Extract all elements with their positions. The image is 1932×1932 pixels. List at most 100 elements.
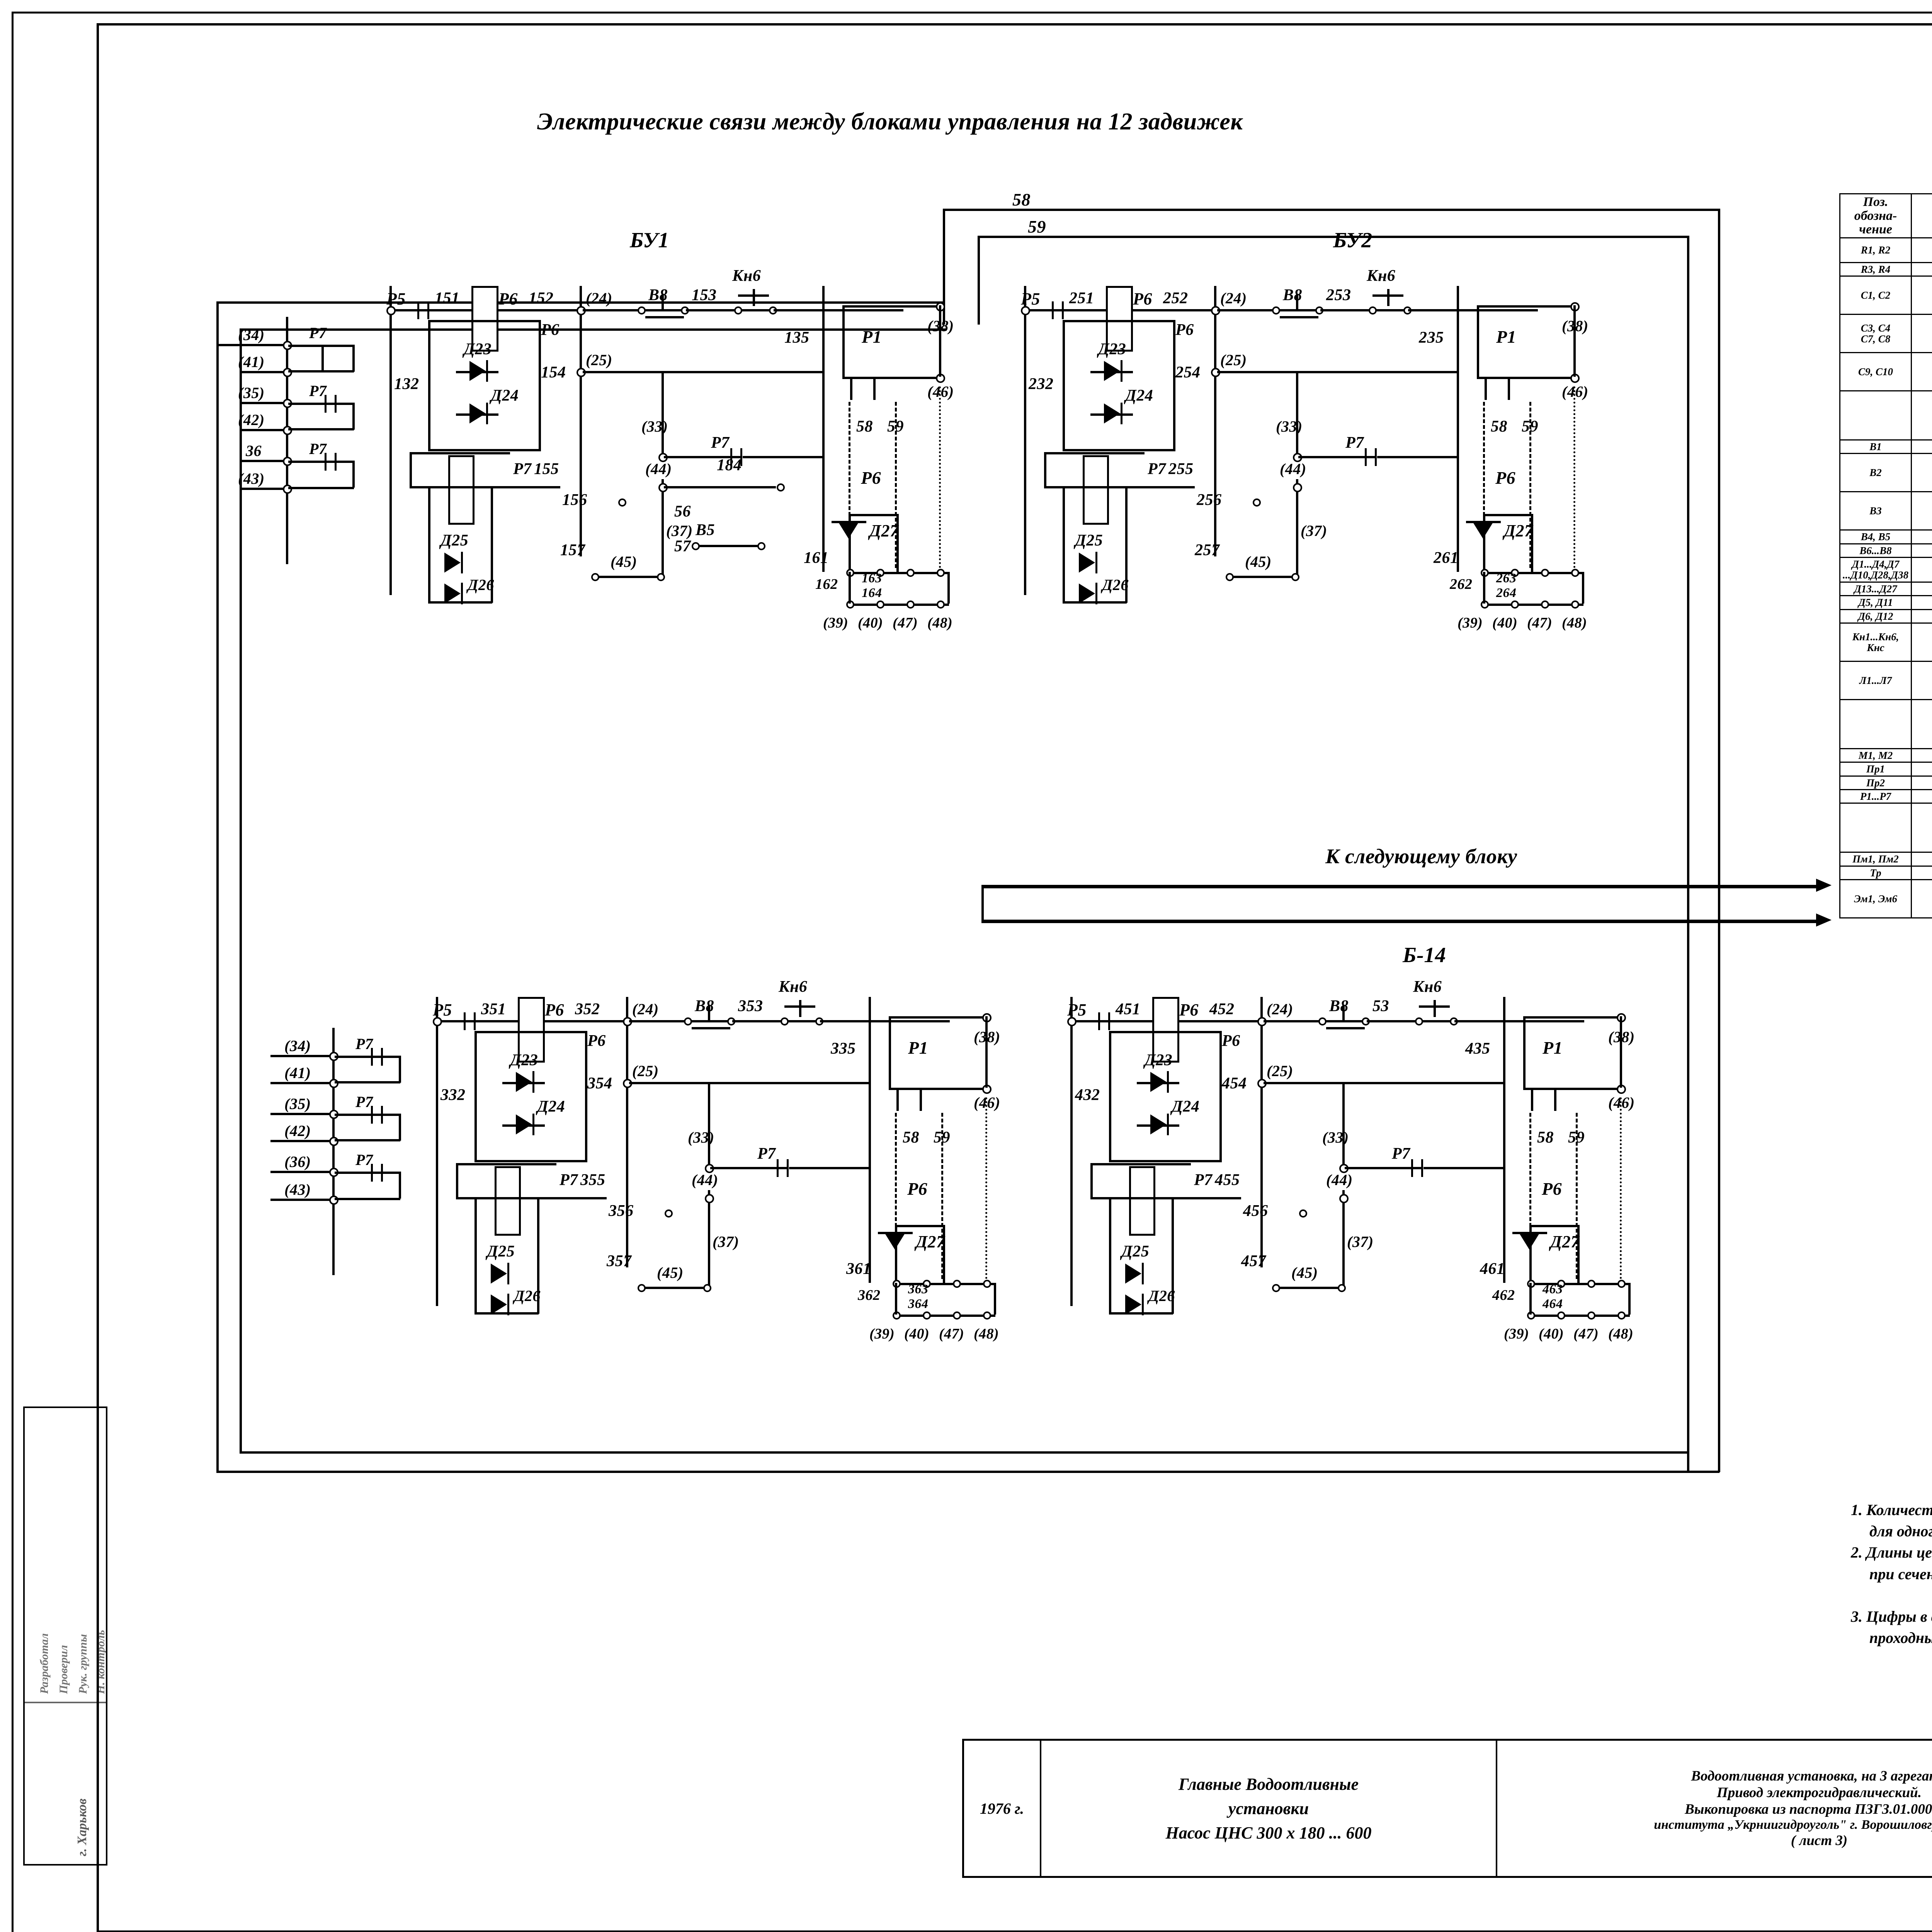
diode-label: Д23 (1098, 340, 1126, 358)
cell-name: Резистор ПЭВ-25±5%, 390 ом ГОСТ 6513-68 (1911, 262, 1932, 277)
table-row: ТрТрансформатор ПЗГЗ. 03.5701 (1839, 865, 1932, 880)
cell-name: Конденсатор К50-3, 200 мкф, 50 вУМО. 464… (1911, 352, 1932, 392)
wire-number: 452 (1209, 1000, 1235, 1018)
cell-name: Выключатель концевой ВК-300г (1911, 543, 1932, 558)
relay-label: Р7 (355, 1151, 373, 1168)
wire-number: 457 (1241, 1252, 1266, 1270)
wire-number: 355 (580, 1171, 605, 1189)
table-row: В1Выключатель блокировочный РБМ-31 (1839, 439, 1932, 454)
diode-d27 (838, 522, 859, 539)
chain-ref: (45) (611, 553, 637, 570)
diode-label: Д24 (1125, 387, 1153, 405)
cell-position: Тр (1839, 865, 1912, 880)
chain-ref: (37) (1301, 522, 1327, 539)
wire-number: 132 (394, 375, 419, 393)
cell-name (1911, 699, 1932, 749)
terminal-ref: (41) (238, 353, 265, 371)
diode-label: Д27 (1504, 521, 1533, 540)
table-row: В2Переключатель ПГК11-П2Н-11,5НИО. 360.6… (1839, 453, 1932, 493)
chain-ref: (25) (1267, 1062, 1293, 1080)
tb-object-cell: Главные Водоотливные установки Насос ЦНС… (1041, 1741, 1497, 1876)
next-block-arrow-2 (1816, 913, 1832, 927)
cell-position: Р1...Р7 (1839, 789, 1912, 804)
wire-number: 59 (1522, 418, 1538, 435)
diode-label: Д24 (491, 387, 519, 405)
table-row (1839, 390, 1932, 441)
cell-name: Конденсатор К50-3, 10 мкф, 160 вУМО. 464… (1911, 276, 1932, 315)
cell-position: С9, С10 (1839, 352, 1912, 392)
table-row: В3Переключатель ПГК 11-П2Н-6-11,5НИО. 36… (1839, 491, 1932, 531)
bus-label-59-top: 59 (1028, 217, 1046, 236)
diode-label: Д24 (1172, 1098, 1200, 1116)
wire-number: 59 (1568, 1129, 1585, 1146)
wire-number: 357 (607, 1252, 632, 1270)
switch-label-v8: В8 (1329, 997, 1349, 1015)
relay-label-r6: Р6 (1179, 1000, 1199, 1019)
wire-number: 232 (1029, 375, 1054, 393)
chain-ref: (33) (641, 418, 668, 435)
block-label-bu2: БУ2 (1333, 228, 1372, 252)
cell-position: Эм1, Эм6 (1839, 879, 1912, 918)
block-label-bu1: БУ1 (630, 228, 669, 252)
wire-number: 59 (887, 418, 904, 435)
relay-label-r6: Р6 (1133, 289, 1152, 308)
wire-number: 59 (934, 1129, 950, 1146)
diode-label: Д25 (440, 532, 469, 549)
relay-label: Р7 (560, 1171, 578, 1189)
terminal-ref: (35) (238, 384, 265, 401)
chain-ref: (25) (586, 351, 612, 369)
diode-d26 (444, 583, 461, 604)
table-row (1839, 803, 1932, 853)
wire-number: 462 (1492, 1287, 1515, 1303)
wire-number: 261 (1434, 549, 1459, 567)
connector-refs: (39) (823, 615, 849, 631)
terminal-ref: (34) (284, 1037, 311, 1054)
wire-number: 461 (1480, 1260, 1505, 1278)
relay-label-r7: Р7 (711, 434, 730, 452)
table-row: В4, В5Выключатель концевой ВК 300г1 (1839, 529, 1932, 544)
wire-number: 161 (804, 549, 829, 567)
cell-name: Стабилитрон Д815Д ГОСТ 17126-71 (1911, 595, 1932, 610)
chain-ref: (25) (1220, 351, 1247, 369)
chain-ref: (24) (632, 1000, 659, 1018)
chain-ref: (37) (1347, 1233, 1374, 1250)
tb-object-line-2: установки (1228, 1799, 1309, 1818)
chain-ref: (44) (1326, 1171, 1353, 1189)
cell-name: Резистор ПЭВ-25±5%, 390 ом ГОСТ 6513-66 (1911, 237, 1932, 263)
relay-label: Р7 (513, 460, 532, 478)
chain-ref: (44) (645, 460, 672, 478)
wire-number: 263 (1496, 571, 1517, 585)
diode-d25 (444, 553, 461, 573)
next-block-arrow-1 (1816, 879, 1832, 892)
switch-label-kn6: Кн6 (732, 267, 761, 285)
wire-number: 364 (908, 1297, 929, 1311)
table-row: С1, С2Конденсатор К50-3, 10 мкф, 160 вУМ… (1839, 276, 1932, 315)
diode-label: Д27 (869, 521, 899, 540)
wire-number: 255 (1168, 460, 1194, 478)
cell-name: Лампа коммутаторная КМ24...35ГОСТ 6940-6… (1911, 660, 1932, 700)
relay-label-r6b: Р6 (1175, 321, 1194, 339)
cell-name (1911, 803, 1932, 853)
relay-label-r6b: Р6 (1222, 1032, 1240, 1050)
table-row: R3, R4Резистор ПЭВ-25±5%, 390 ом ГОСТ 65… (1839, 262, 1932, 277)
cell-position: Пр2 (1839, 775, 1912, 790)
wire-number: 463 (1543, 1282, 1563, 1296)
diode-d26 (1079, 583, 1095, 604)
switch-label-v5: В5 (696, 521, 715, 539)
revision-block: Разработал Проверил Рук. группы Н. контр… (23, 1406, 107, 1866)
chain-ref: (44) (692, 1171, 718, 1189)
diode-label: Д23 (510, 1051, 538, 1069)
cell-position: Д6, Д12 (1839, 609, 1912, 624)
cell-name: Диод Д302 ТУ.О ДЖ 539.008 (1911, 557, 1932, 583)
relay-label: Р7 (355, 1093, 373, 1111)
diode-d24 (1150, 1114, 1167, 1134)
wire-number: 58 (1491, 418, 1507, 435)
diode-d26 (491, 1294, 507, 1315)
switch-label-kn6: Кн6 (1413, 978, 1442, 996)
terminal-ref: (41) (284, 1064, 311, 1082)
header-position: Поз. обозна- чение (1839, 193, 1912, 239)
terminal-ref: (35) (284, 1095, 311, 1112)
wire-number: 356 (609, 1202, 634, 1220)
cell-position: В2 (1839, 453, 1912, 493)
